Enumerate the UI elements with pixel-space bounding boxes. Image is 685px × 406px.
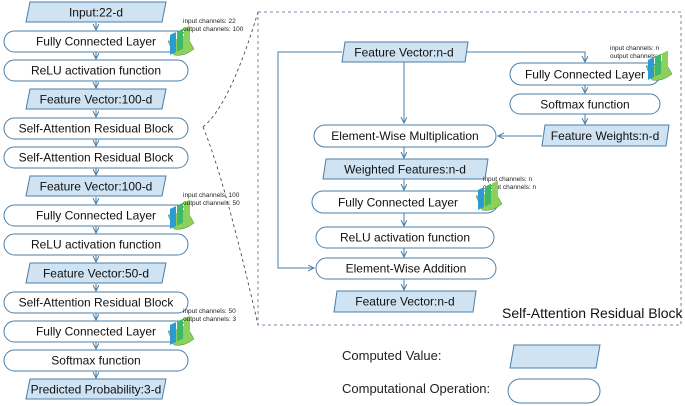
detail-weighted-features: Weighted Features:n-d [322, 158, 489, 180]
legend: Computed Value: Computational Operation: [342, 344, 601, 404]
detail-weighted-label: Weighted Features:n-d [344, 163, 466, 177]
pipeline-node-13: Softmax function [3, 349, 189, 372]
layer-icon [167, 25, 195, 56]
pipeline-node-label: Fully Connected Layer [36, 35, 156, 49]
legend-operation-label: Computational Operation: [342, 381, 490, 396]
detail-input-vector: Feature Vector:n-d [341, 41, 469, 63]
detail-fc-weights-out: output channels: n [610, 53, 664, 60]
pipeline-node-label: Feature Vector:100-d [40, 93, 153, 107]
pipeline-node-label: Fully Connected Layer [36, 325, 156, 339]
zoom-connector-bottom [202, 126, 259, 326]
layer-icon [475, 180, 503, 211]
pipeline-node-1: Input:22-d [25, 1, 167, 23]
channel-note-out: output channels: 50 [183, 200, 240, 207]
pipeline-node-8: Fully Connected Layer input channels: 100… [3, 192, 240, 230]
detail-fc-weights-label: Fully Connected Layer [525, 68, 645, 82]
detail-relu: ReLU activation function [315, 226, 495, 249]
detail-relu-label: ReLU activation function [340, 231, 470, 245]
detail-panel-border [257, 11, 682, 326]
detail-fc-weights: Fully Connected Layer input channels: n … [509, 45, 673, 86]
detail-fc-main-label: Fully Connected Layer [338, 196, 458, 210]
pipeline-node-label: Self-Attention Residual Block [19, 151, 175, 165]
detail-panel: Feature Vector:n-d Fully Connected Layer… [277, 41, 684, 321]
pipeline-node-12: Fully Connected Layer input channels: 50o… [3, 308, 237, 346]
pipeline-node-label: ReLU activation function [31, 238, 161, 252]
pipeline-node-4: Feature Vector:100-d [25, 88, 167, 110]
detail-add-label: Element-Wise Addition [346, 262, 467, 276]
detail-add: Element-Wise Addition [315, 257, 497, 280]
detail-output-label: Feature Vector:n-d [355, 295, 454, 309]
detail-fc-main: Fully Connected Layer input channels: n … [311, 176, 537, 214]
detail-multiply-label: Element-Wise Multiplication [331, 129, 478, 143]
channel-note-out: output channels: 3 [183, 316, 237, 323]
pipeline-node-7: Feature Vector:100-d [25, 175, 167, 197]
pipeline-node-11: Self-Attention Residual Block [3, 291, 189, 314]
pipeline-node-10: Feature Vector:50-d [25, 262, 167, 284]
detail-feature-weights: Feature Weights:n-d [541, 124, 670, 147]
pipeline-node-label: ReLU activation function [31, 64, 161, 78]
detail-panel-title: Self-Attention Residual Block [502, 305, 684, 321]
zoom-connector-top [202, 11, 259, 128]
legend-value-swatch [509, 344, 601, 369]
layer-icon [167, 315, 195, 346]
detail-fc-main-in: input channels: n [483, 176, 533, 183]
pipeline-node-label: Self-Attention Residual Block [19, 296, 175, 310]
legend-computed-value-label: Computed Value: [342, 348, 442, 363]
detail-fc-main-out: output channels: n [483, 184, 537, 191]
pipeline-node-label: Self-Attention Residual Block [19, 122, 175, 136]
channel-note-in: input channels: 50 [183, 308, 236, 315]
detail-input-label: Feature Vector:n-d [354, 46, 453, 60]
pipeline-node-label: Predicted Probability:3-d [31, 383, 162, 397]
pipeline-node-2: Fully Connected Layer input channels: 22o… [3, 18, 244, 56]
detail-feature-weights-label: Feature Weights:n-d [551, 129, 660, 143]
detail-multiply: Element-Wise Multiplication [313, 124, 497, 148]
channel-note-in: input channels: 100 [183, 192, 240, 199]
legend-operation-swatch [507, 378, 601, 404]
pipeline-node-3: ReLU activation function [3, 59, 189, 82]
detail-fc-weights-in: input channels: n [610, 45, 660, 52]
pipeline-node-label: Input:22-d [69, 6, 123, 20]
pipeline-node-label: Feature Vector:50-d [43, 267, 149, 281]
pipeline-node-14: Predicted Probability:3-d [25, 378, 167, 400]
detail-output-vector: Feature Vector:n-d [333, 290, 477, 313]
pipeline-node-5: Self-Attention Residual Block [3, 117, 189, 140]
pipeline-node-6: Self-Attention Residual Block [3, 146, 189, 169]
channel-note-out: output channels: 100 [183, 26, 244, 33]
layer-icon [167, 199, 195, 230]
pipeline-node-label: Feature Vector:100-d [40, 180, 153, 194]
layer-icon [645, 50, 673, 81]
detail-softmax-label: Softmax function [540, 98, 629, 112]
pipeline-node-label: Fully Connected Layer [36, 209, 156, 223]
pipeline-node-label: Softmax function [51, 354, 140, 368]
detail-softmax: Softmax function [509, 93, 661, 115]
channel-note-in: input channels: 22 [183, 18, 236, 25]
pipeline-node-9: ReLU activation function [3, 233, 189, 256]
